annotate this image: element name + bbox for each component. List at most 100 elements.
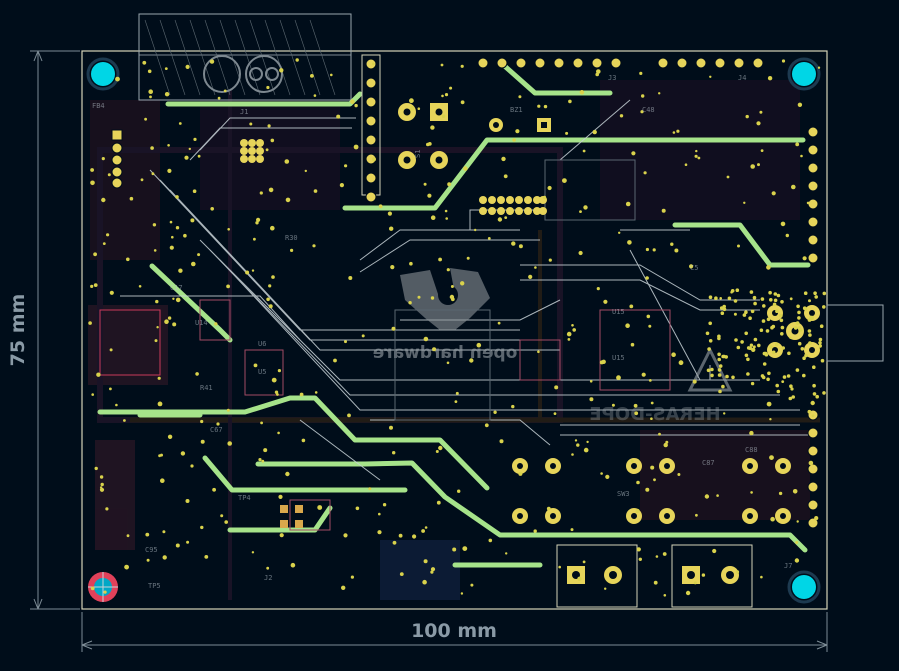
via	[800, 347, 805, 351]
via	[378, 512, 381, 516]
via	[387, 211, 392, 216]
via	[778, 491, 783, 496]
via	[717, 352, 721, 357]
via	[710, 367, 714, 372]
via	[582, 560, 586, 564]
via	[719, 297, 722, 300]
via	[636, 547, 641, 552]
via	[795, 541, 799, 544]
via	[717, 336, 721, 341]
via	[301, 438, 306, 443]
vias	[88, 58, 827, 597]
via	[278, 494, 283, 499]
via	[175, 297, 181, 303]
via	[109, 387, 112, 391]
via	[277, 431, 280, 435]
via	[757, 163, 760, 167]
via	[749, 343, 754, 347]
bottom-silk-label: HERAS-DOPE	[589, 404, 720, 425]
via	[650, 465, 655, 470]
via	[399, 572, 404, 576]
via	[568, 99, 572, 104]
via	[634, 411, 639, 416]
via	[769, 418, 772, 421]
via	[742, 313, 747, 317]
via	[640, 110, 644, 114]
via	[90, 168, 94, 172]
via	[740, 340, 744, 344]
via	[815, 394, 819, 399]
via	[350, 575, 354, 579]
via	[781, 380, 785, 383]
via	[793, 326, 798, 330]
dual-row-header	[479, 196, 547, 215]
via	[641, 372, 646, 377]
via	[454, 400, 458, 403]
via	[277, 369, 281, 373]
refdes-label: TP5	[148, 582, 161, 590]
via	[710, 373, 714, 378]
dimension-width	[81, 612, 828, 652]
via	[220, 514, 224, 518]
via	[175, 226, 180, 230]
via	[694, 154, 698, 158]
via	[750, 381, 755, 386]
via	[760, 374, 765, 378]
via	[115, 403, 118, 407]
via	[145, 532, 150, 537]
via	[146, 558, 150, 562]
via	[109, 290, 114, 295]
via	[226, 408, 230, 412]
via	[645, 487, 650, 492]
via	[313, 94, 317, 97]
refdes-label: J4	[738, 74, 746, 82]
via	[676, 129, 680, 133]
via	[427, 193, 432, 198]
via	[589, 380, 593, 383]
via	[304, 169, 307, 173]
via	[504, 216, 508, 220]
via	[94, 466, 98, 471]
via	[708, 321, 712, 326]
via	[766, 401, 772, 407]
via	[616, 375, 621, 381]
via	[744, 331, 748, 336]
via	[662, 552, 667, 556]
via	[780, 332, 784, 336]
refdes-label: S1	[414, 150, 422, 158]
via	[743, 201, 746, 204]
refdes-label: C5	[690, 264, 698, 272]
via	[627, 240, 632, 245]
via	[152, 223, 157, 227]
via	[770, 516, 775, 522]
via	[727, 296, 732, 301]
via	[518, 471, 523, 476]
via	[484, 423, 489, 428]
via	[353, 144, 359, 150]
power-tracks	[97, 59, 811, 568]
via	[256, 217, 261, 222]
via	[558, 565, 561, 569]
via	[730, 289, 735, 293]
via	[501, 156, 506, 162]
via	[169, 220, 173, 224]
via	[155, 299, 159, 304]
via	[449, 86, 453, 90]
via	[512, 138, 516, 142]
via	[261, 459, 265, 463]
via	[670, 242, 674, 246]
via	[645, 276, 649, 280]
via	[746, 346, 751, 350]
via	[460, 64, 464, 68]
via	[776, 389, 781, 394]
via	[802, 256, 807, 261]
via	[253, 363, 258, 368]
via	[753, 337, 758, 342]
height-dimension-label: 75 mm	[7, 294, 29, 367]
via	[171, 235, 174, 239]
via	[718, 364, 723, 368]
via	[267, 124, 271, 128]
via	[757, 343, 761, 348]
via	[515, 129, 520, 134]
